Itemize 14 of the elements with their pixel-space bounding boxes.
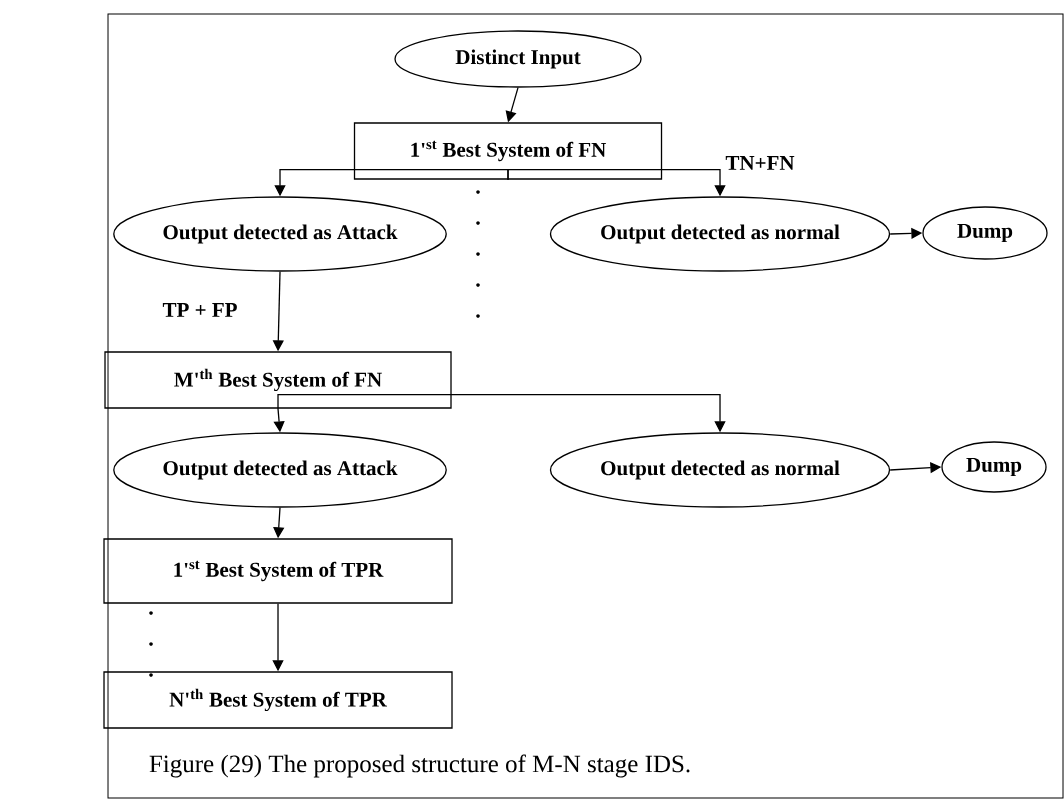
ellipse-node: Output detected as normal	[549, 432, 891, 508]
process-box: N'$^{th}$ Best System of TPR	[103, 671, 453, 729]
caption: Figure (29) The proposed structure of M-N stage IDS.	[149, 754, 690, 778]
process-box: M'$^{th}$ Best System of FN	[104, 351, 452, 409]
ellipse-node: Output detected as normal	[549, 196, 891, 272]
ellipse-node: Distinct Input	[394, 30, 642, 88]
edge-label: TP + FP	[162, 303, 237, 317]
edge-label: TN+FN	[725, 156, 795, 170]
process-box: 1'$^{st}$ Best System of FN	[353, 122, 663, 180]
process-box: 1'$^{st}$ Best System of TPR	[103, 538, 453, 604]
ellipse-node: Output detected as Attack	[113, 432, 447, 508]
ellipse-node: Dump	[941, 441, 1047, 493]
ellipse-node: Output detected as Attack	[113, 196, 447, 272]
ellipse-node: Dump	[922, 206, 1048, 260]
